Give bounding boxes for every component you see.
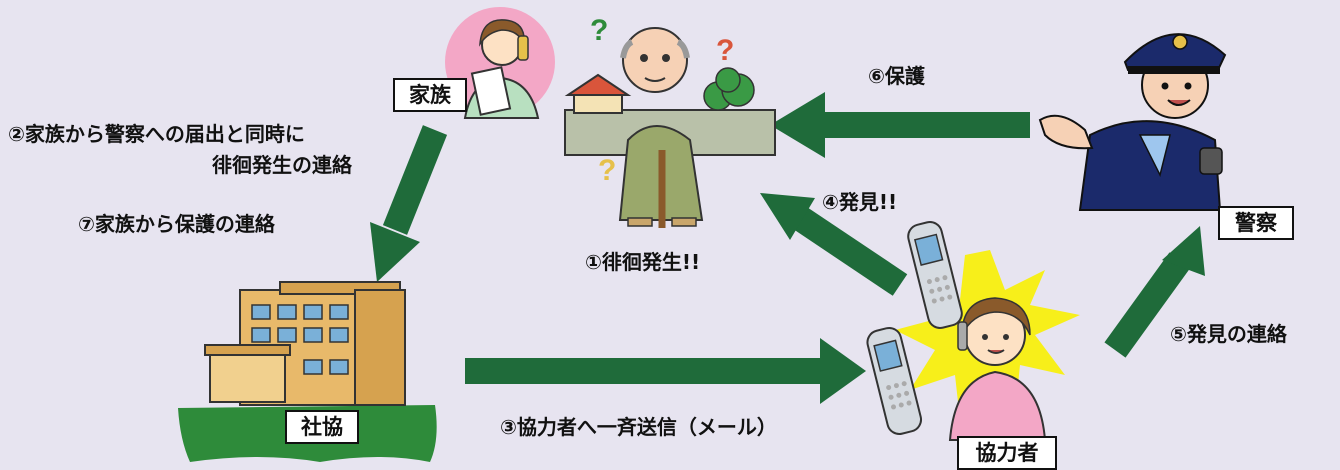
family-label: 家族 (393, 78, 467, 112)
step6-label: ⑥保護 (868, 64, 925, 88)
step5-label: ⑤発見の連絡 (1170, 322, 1287, 346)
family-illustration (445, 7, 555, 119)
step1-label: ①徘徊発生!! (585, 250, 701, 274)
police-label: 警察 (1218, 206, 1294, 240)
mobile-phone-lower-illustration (866, 326, 923, 435)
cooperator-label: 協力者 (957, 436, 1057, 470)
arrow-step3-council-to-cooperator (465, 338, 866, 404)
step2-label-line2: 徘徊発生の連絡 (212, 153, 352, 177)
mobile-phone-upper-illustration (907, 221, 963, 329)
arrow-step2-family-to-council (370, 125, 448, 282)
elder-illustration: ? ? ? (590, 14, 734, 228)
svg-text:?: ? (598, 154, 616, 187)
police-illustration (1038, 33, 1227, 211)
svg-text:?: ? (716, 34, 734, 67)
council-label: 社協 (285, 410, 359, 444)
arrow-step6-police-to-elder (770, 92, 1030, 158)
step7-label: ⑦家族から保護の連絡 (78, 212, 275, 236)
step4-label: ④発見!! (822, 190, 898, 214)
step3-label: ③協力者へ一斉送信（メール） (500, 415, 777, 439)
svg-text:?: ? (590, 14, 608, 47)
arrow-step5-cooperator-to-police (1104, 226, 1205, 358)
step2-label-line1: ②家族から警察への届出と同時に (8, 122, 305, 146)
arrow-step4-cooperator-to-elder (760, 193, 908, 296)
